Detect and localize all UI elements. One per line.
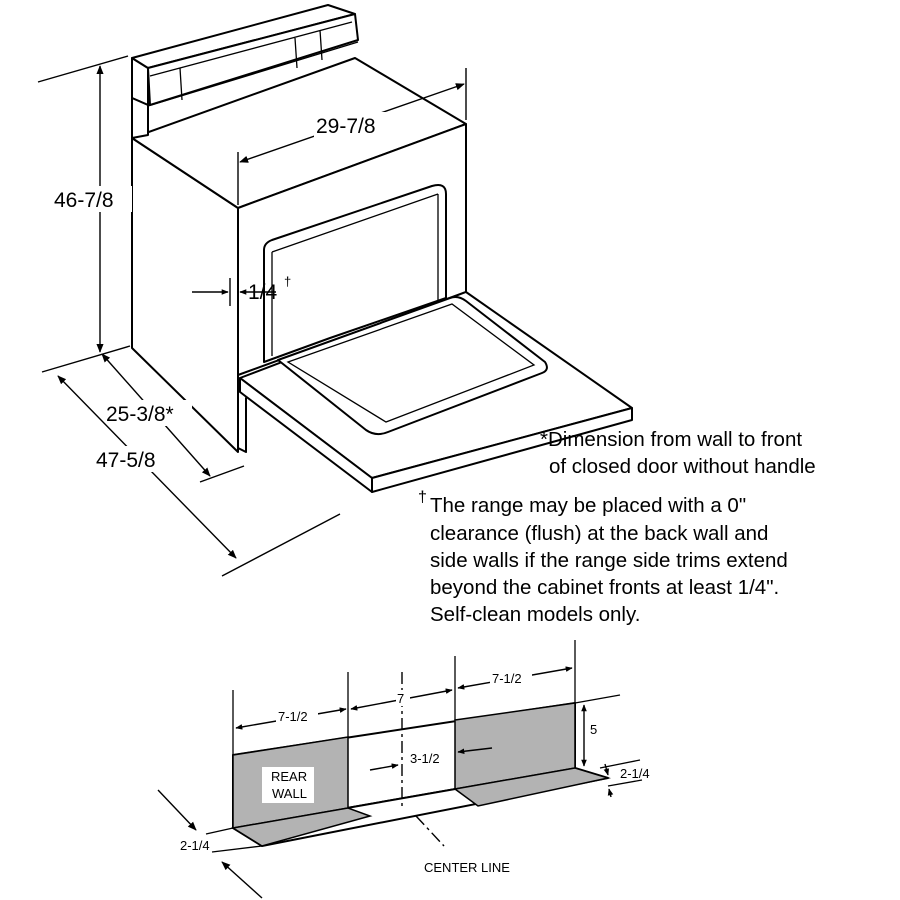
width-dimension: 29-7/8 bbox=[237, 68, 467, 205]
rear-wall-label-box bbox=[262, 767, 314, 803]
asterisk-note: *Dimension from wall to front of closed … bbox=[540, 428, 816, 478]
floor-right bbox=[453, 767, 611, 807]
asterisk-note-line2: of closed door without handle bbox=[549, 455, 816, 478]
right-width-label: 7-1/2 bbox=[492, 671, 522, 686]
dagger-note-line3: side walls if the range side trims exten… bbox=[430, 549, 788, 572]
depth-open-dimension: 47-5/8 bbox=[57, 375, 341, 577]
side-trim-label: 1/4 bbox=[248, 281, 278, 304]
dagger-note: † The range may be placed with a 0" clea… bbox=[418, 489, 788, 626]
wall-height-label: 5 bbox=[590, 722, 597, 737]
side-trim-dimension: 1/4 † bbox=[192, 274, 291, 310]
left-width-label: 7-1/2 bbox=[278, 709, 308, 724]
range-illustration bbox=[131, 4, 633, 493]
right-depth-label: 2-1/4 bbox=[620, 766, 650, 781]
dagger-note-line5: Self-clean models only. bbox=[430, 603, 640, 626]
oven-window bbox=[263, 184, 447, 363]
oven-door-window bbox=[277, 296, 548, 436]
rear-wall-label-line1: REAR bbox=[271, 769, 307, 784]
left-depth-label: 2-1/4 bbox=[180, 838, 210, 853]
rear-wall-label-line2: WALL bbox=[272, 786, 307, 801]
center-line-label: CENTER LINE bbox=[424, 860, 510, 875]
width-label: 29-7/8 bbox=[316, 115, 376, 138]
dagger-note-line2: clearance (flush) at the back wall and bbox=[430, 522, 768, 545]
depth-closed-label: 25-3/8* bbox=[106, 403, 174, 426]
installation-diagram: REAR WALL CENTER LINE 7-1/2 7 7-1/2 3-1/… bbox=[157, 640, 650, 899]
range-backguard bbox=[131, 4, 359, 139]
side-trim-dagger: † bbox=[284, 274, 291, 289]
center-width-label: 7 bbox=[397, 691, 404, 706]
dagger-note-mark: † bbox=[418, 489, 427, 506]
height-dimension: 46-7/8 bbox=[37, 55, 132, 373]
depth-open-label: 47-5/8 bbox=[96, 449, 156, 472]
asterisk-note-line1: *Dimension from wall to front bbox=[540, 428, 802, 451]
height-label: 46-7/8 bbox=[54, 189, 114, 212]
dagger-note-line1: The range may be placed with a 0" bbox=[430, 494, 746, 517]
floor-left bbox=[230, 807, 373, 847]
dagger-note-line4: beyond the cabinet fronts at least 1/4". bbox=[430, 576, 779, 599]
half-center-label: 3-1/2 bbox=[410, 751, 440, 766]
